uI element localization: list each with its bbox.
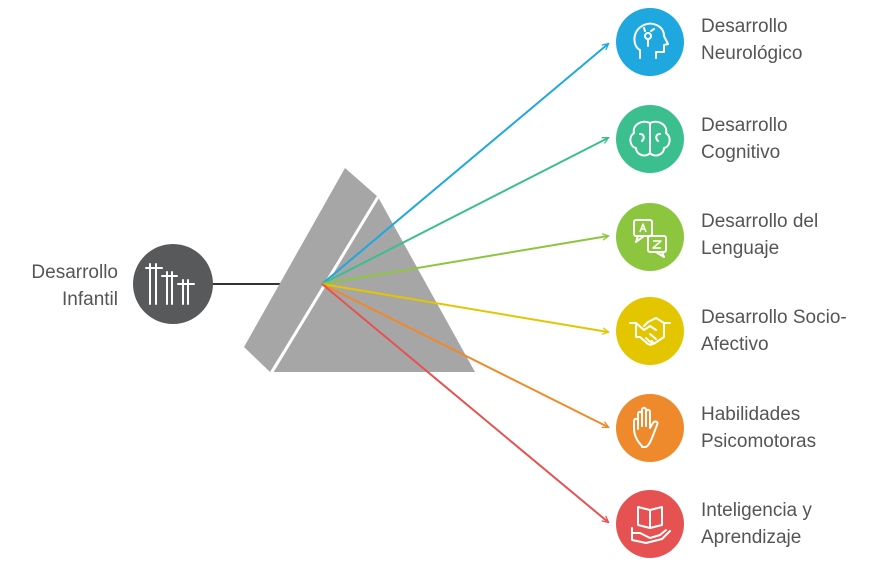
prism-back-face [244, 168, 378, 372]
label-line1: Desarrollo [701, 115, 788, 136]
label-line1: Desarrollo del [701, 211, 819, 232]
beam-cognitivo [321, 138, 608, 285]
label-line2: Neurológico [701, 43, 803, 64]
label-line2: Psicomotoras [701, 431, 817, 452]
beam-lenguaje [321, 236, 608, 285]
label-neurologico: Desarrollo Neurológico [701, 13, 802, 67]
label-line1: Desarrollo [701, 16, 788, 37]
source-node [133, 244, 213, 324]
brain-icon [629, 120, 671, 157]
translation-icon [633, 219, 667, 258]
beams [321, 44, 608, 522]
label-psicomotoras: Habilidades Psicomotoras [701, 401, 816, 455]
label-line1: Inteligencia y [701, 500, 812, 521]
prism-front-face [273, 197, 475, 372]
label-cognitivo: Desarrollo Cognitivo [701, 112, 788, 166]
label-line2: Lenguaje [701, 238, 780, 259]
beam-neurologico [321, 44, 608, 285]
label-line1: Desarrollo Socio- [701, 307, 847, 328]
node-cognitivo [616, 105, 684, 173]
node-circle [616, 297, 684, 365]
beam-psicomotoras [321, 283, 608, 427]
node-lenguaje [616, 203, 684, 271]
hand-icon [633, 406, 659, 448]
brain-head-icon [633, 22, 669, 59]
node-neurologico [616, 8, 684, 76]
node-circle [616, 8, 684, 76]
node-psicomotoras [616, 394, 684, 462]
source-label-line2: Infantil [62, 289, 118, 310]
prism [244, 168, 475, 373]
handshake-icon [629, 317, 671, 346]
label-line2: Cognitivo [701, 142, 781, 163]
label-aprendizaje: Inteligencia y Aprendizaje [701, 497, 812, 551]
node-socio-afectivo [616, 297, 684, 365]
label-line2: Aprendizaje [701, 527, 802, 548]
label-line2: Afectivo [701, 334, 769, 355]
book-in-hand-icon [631, 506, 671, 544]
monitoring-equipment-icon [145, 263, 195, 305]
source-label: Desarrollo Infantil [14, 259, 118, 313]
source-label-line1: Desarrollo [31, 262, 118, 283]
label-lenguaje: Desarrollo del Lenguaje [701, 208, 818, 262]
beam-socio-afectivo [321, 283, 608, 332]
label-line1: Habilidades [701, 404, 801, 425]
node-aprendizaje [616, 490, 684, 558]
beam-aprendizaje [321, 283, 608, 522]
label-socio-afectivo: Desarrollo Socio- Afectivo [701, 304, 847, 358]
